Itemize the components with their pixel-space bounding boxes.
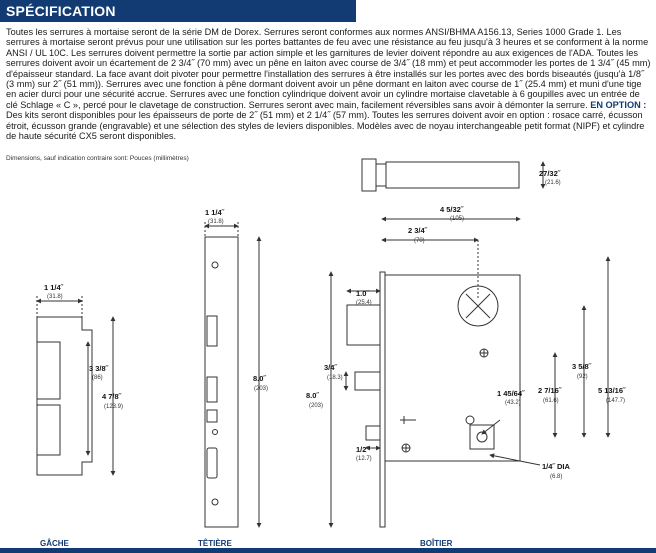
faceplate-width-label: 1 1/4˝ (205, 208, 225, 217)
faceplate-height-mm: (203) (254, 386, 268, 392)
strike-inner-label: 3 3/8˝ (89, 364, 109, 373)
strike-inner-mm: (86) (92, 375, 103, 381)
aux-mm: (12.7) (356, 456, 372, 462)
dim1-mm: (43.2) (505, 400, 521, 406)
aux-label: 1/2˝ (356, 445, 369, 454)
strike-height-mm: (123.9) (104, 404, 123, 410)
dim3-label: 3 5/8˝ (572, 362, 592, 371)
strike-width-label: 1 1/4˝ (44, 283, 64, 292)
depth-mm: (105) (450, 216, 464, 222)
depth-label: 4 5/32˝ (440, 205, 464, 214)
backset-mm: (70) (414, 238, 425, 244)
hole-mm: (6.8) (550, 474, 562, 480)
hole-label: 1/4˝ DIA (542, 462, 571, 471)
deadbolt-mm: (25.4) (356, 300, 372, 306)
faceplate-drawing (204, 222, 262, 528)
backset-label: 2 3/4˝ (408, 226, 428, 235)
latch-label: 3/4˝ (324, 363, 337, 372)
footer-rule (0, 548, 656, 553)
latch-mm: (18.3) (327, 375, 343, 381)
faceplate-caption: TÊTIÈRE (198, 539, 232, 548)
throw-mm: (21.6) (545, 180, 561, 186)
section-header: SPÉCIFICATION (0, 0, 356, 22)
strike-caption: GÂCHE (40, 539, 70, 548)
case-height-label: 8.0˝ (306, 391, 319, 400)
case-drawing (328, 158, 611, 528)
dimensions-note: Dimensions, sauf indication contraire so… (6, 155, 189, 162)
section-title: SPÉCIFICATION (6, 3, 116, 19)
strike-drawing (36, 296, 116, 476)
dim2-label: 2 7/16˝ (538, 386, 562, 395)
faceplate-height-label: 8.0˝ (253, 374, 266, 383)
dim4-mm: (147.7) (606, 398, 625, 404)
faceplate-width-mm: (31.8) (208, 219, 224, 225)
specification-text: Toutes les serrures à mortaise seront de… (6, 27, 652, 141)
deadbolt-label: 1.0˝ (356, 289, 369, 298)
spec-paragraph-2: Des kits seront disponibles pour les épa… (6, 110, 645, 142)
dim4-label: 5 13/16˝ (598, 386, 626, 395)
strike-height-label: 4 7/8˝ (102, 392, 122, 401)
throw-label: 27/32˝ (539, 169, 561, 178)
dim1-label: 1 45/64˝ (497, 389, 525, 398)
dim3-mm: (92) (577, 374, 588, 380)
dim2-mm: (61.6) (543, 398, 559, 404)
case-height-mm: (203) (309, 403, 323, 409)
case-caption: BOÎTIER (420, 539, 453, 548)
strike-width-mm: (31.8) (47, 294, 63, 300)
option-label: EN OPTION : (590, 99, 647, 110)
spec-paragraph-1: Toutes les serrures à mortaise seront de… (6, 27, 651, 110)
